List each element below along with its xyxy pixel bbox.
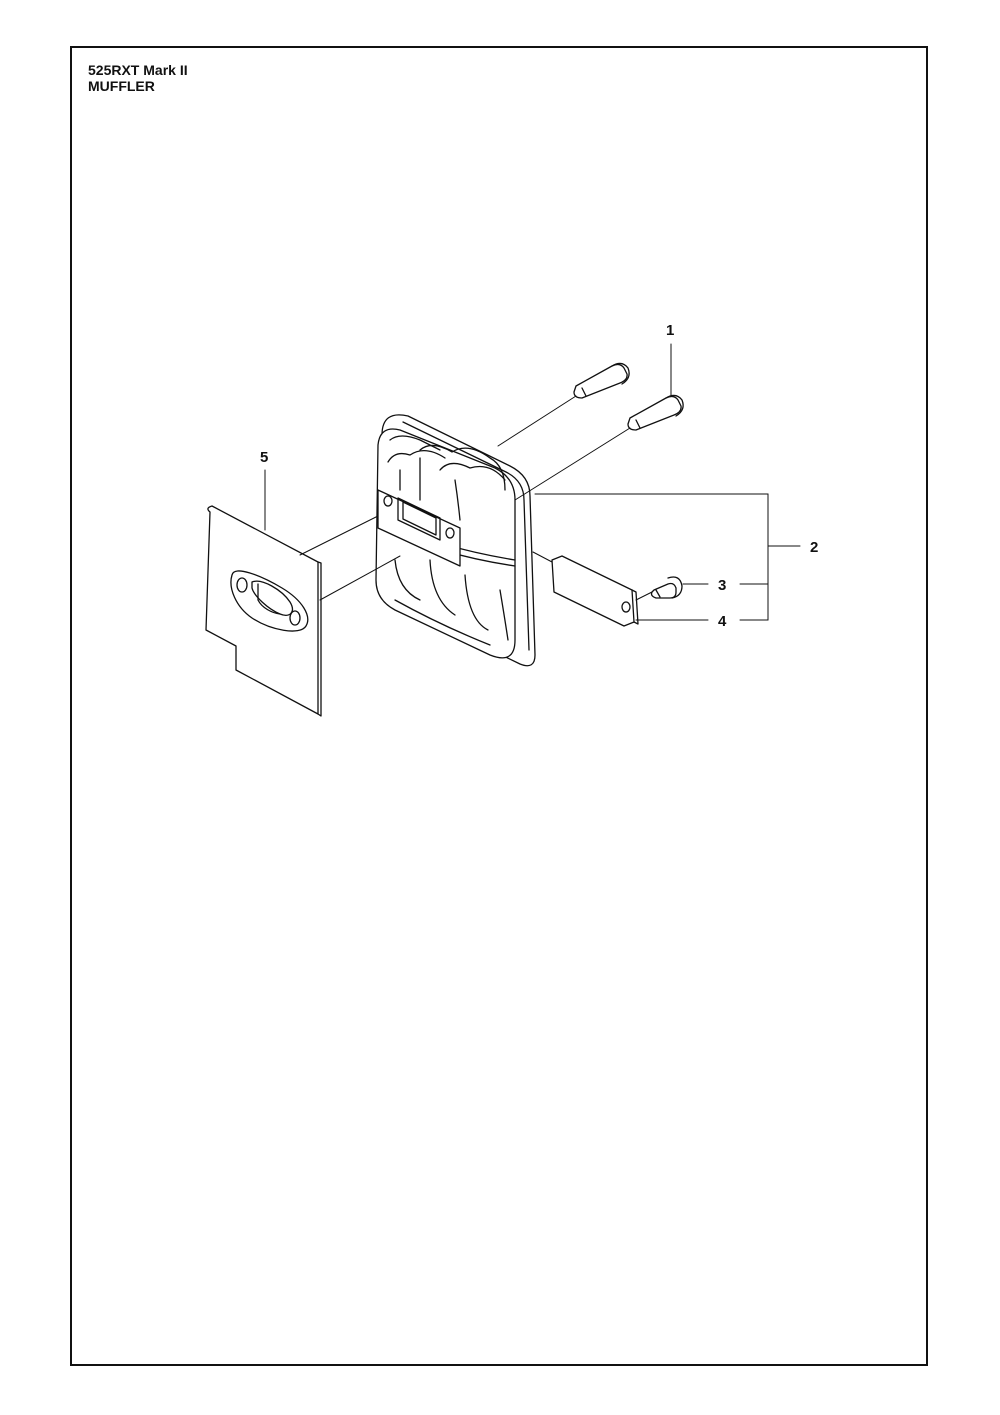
- bolt-part-1-lower: [627, 394, 684, 431]
- leader-lines: [264, 343, 801, 621]
- screw-part-3: [650, 576, 683, 599]
- muffler-body: [375, 414, 536, 667]
- callout-5: 5: [260, 449, 268, 466]
- page-border: [70, 46, 928, 1366]
- gasket-part-5: [205, 505, 322, 717]
- section-title: MUFFLER: [88, 78, 155, 94]
- callout-3: 3: [718, 577, 726, 594]
- title-block: 525RXT Mark II MUFFLER: [88, 62, 188, 94]
- plate-part-4: [551, 555, 639, 627]
- callout-1: 1: [666, 322, 674, 339]
- model-name: 525RXT Mark II: [88, 62, 188, 78]
- bolt-part-1-upper: [573, 362, 630, 399]
- callout-4: 4: [718, 613, 727, 630]
- callout-2: 2: [810, 539, 818, 556]
